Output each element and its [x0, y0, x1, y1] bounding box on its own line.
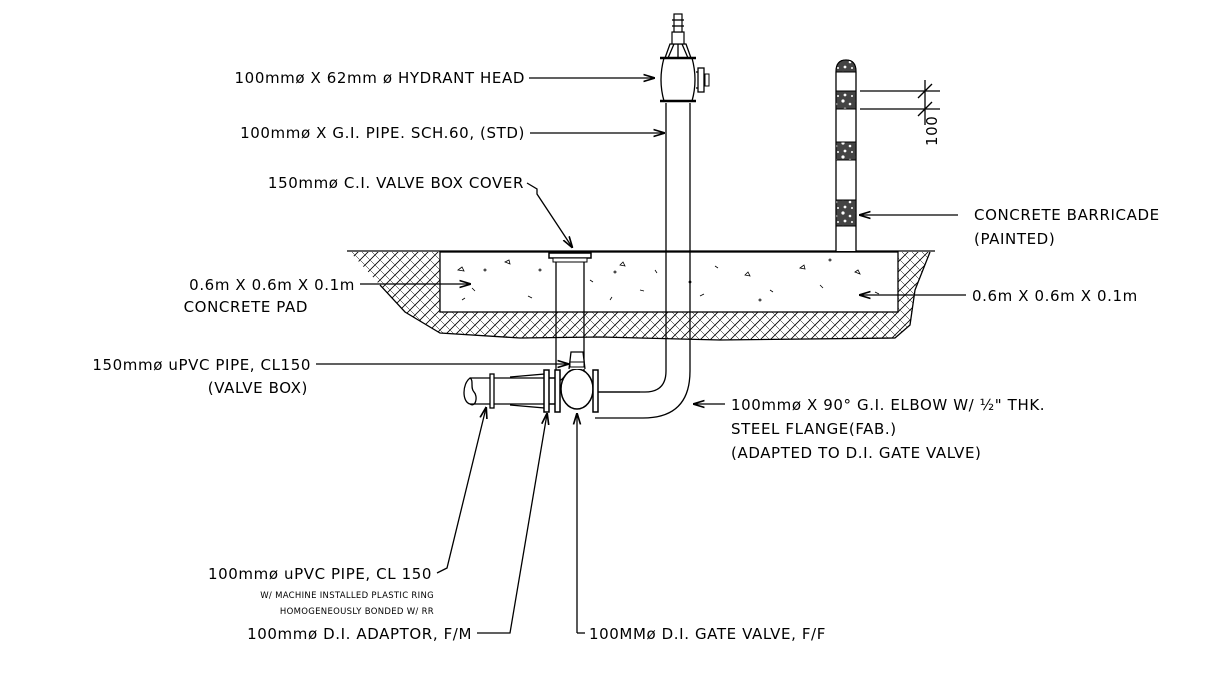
label-upvc-valve-box-1: 150mmø uPVC PIPE, CL150	[92, 356, 311, 374]
leader-valve-box-cover	[526, 182, 572, 247]
label-valve-box-cover: 150mmø C.I. VALVE BOX COVER	[268, 174, 524, 192]
dim-tick-top	[917, 83, 933, 99]
earth-edge	[379, 251, 931, 341]
valve-box-collar	[552, 257, 588, 263]
upvc-coupling-ring	[489, 373, 495, 409]
concrete-barricade	[835, 59, 940, 251]
label-upvc-main-1: 100mmø uPVC PIPE, CL 150	[208, 565, 432, 583]
riser-assembly	[595, 13, 710, 419]
head-operating-nut	[673, 13, 683, 33]
gate-valve-body	[560, 368, 594, 410]
label-upvc-main-2: W/ MACHINE INSTALLED PLASTIC RING	[260, 591, 434, 601]
upvc-pipe-break	[463, 377, 477, 406]
adaptor-flange	[543, 369, 550, 413]
valve-box-cover	[548, 252, 592, 259]
label-upvc-main-3: HOMOGENEOUSLY BONDED W/ RR	[280, 607, 434, 617]
leaders	[316, 78, 966, 634]
dim-tick-bottom	[917, 101, 933, 117]
earth-hatch	[350, 252, 930, 340]
head-outlet-cap	[704, 73, 710, 87]
label-gi-pipe: 100mmø X G.I. PIPE. SCH.60, (STD)	[240, 124, 525, 142]
head-body	[660, 57, 696, 102]
label-dimension-100: 100	[923, 116, 941, 146]
gate-valve-nut	[569, 361, 585, 368]
label-right-pad-dims: 0.6m X 0.6m X 0.1m	[972, 287, 1138, 305]
label-barricade-1: CONCRETE BARRICADE	[974, 206, 1160, 224]
label-upvc-valve-box-2: (VALVE BOX)	[208, 379, 308, 397]
label-elbow-2: STEEL FLANGE(FAB.)	[731, 420, 897, 438]
labels: 100mmø X 62mm ø HYDRANT HEAD 100mmø X G.…	[92, 69, 1159, 643]
adaptor-body	[509, 373, 546, 409]
label-gate-valve: 100MMø D.I. GATE VALVE, F/F	[589, 625, 826, 643]
concrete-pad-outline	[439, 251, 899, 313]
head-bonnet	[664, 43, 692, 59]
label-concrete-pad-word: CONCRETE PAD	[184, 298, 308, 316]
label-hydrant-head: 100mmø X 62mm ø HYDRANT HEAD	[235, 69, 525, 87]
label-elbow-3: (ADAPTED TO D.I. GATE VALVE)	[731, 444, 981, 462]
barricade-cap-band	[835, 59, 857, 73]
head-outlet	[697, 67, 705, 93]
leader-upvc-main	[436, 408, 486, 574]
barricade-band-1	[835, 90, 857, 110]
label-barricade-2: (PAINTED)	[974, 230, 1055, 248]
barricade-band-2	[835, 141, 857, 161]
barricade-band-3	[835, 199, 857, 227]
elbow-outer	[595, 370, 667, 393]
label-elbow-1: 100mmø X 90° G.I. ELBOW W/ ½" THK.	[731, 396, 1045, 414]
valve-flange-left	[554, 369, 561, 413]
main-line-assembly	[463, 351, 640, 413]
concrete-pad	[439, 251, 899, 313]
label-adaptor: 100mmø D.I. ADAPTOR, F/M	[247, 625, 472, 643]
label-concrete-pad-dims: 0.6m X 0.6m X 0.1m	[189, 276, 355, 294]
elbow-inner	[595, 370, 691, 419]
valve-flange-right	[592, 369, 599, 413]
head-stem	[671, 31, 685, 45]
leader-adaptor	[477, 414, 547, 634]
concrete-speckle	[457, 258, 880, 302]
